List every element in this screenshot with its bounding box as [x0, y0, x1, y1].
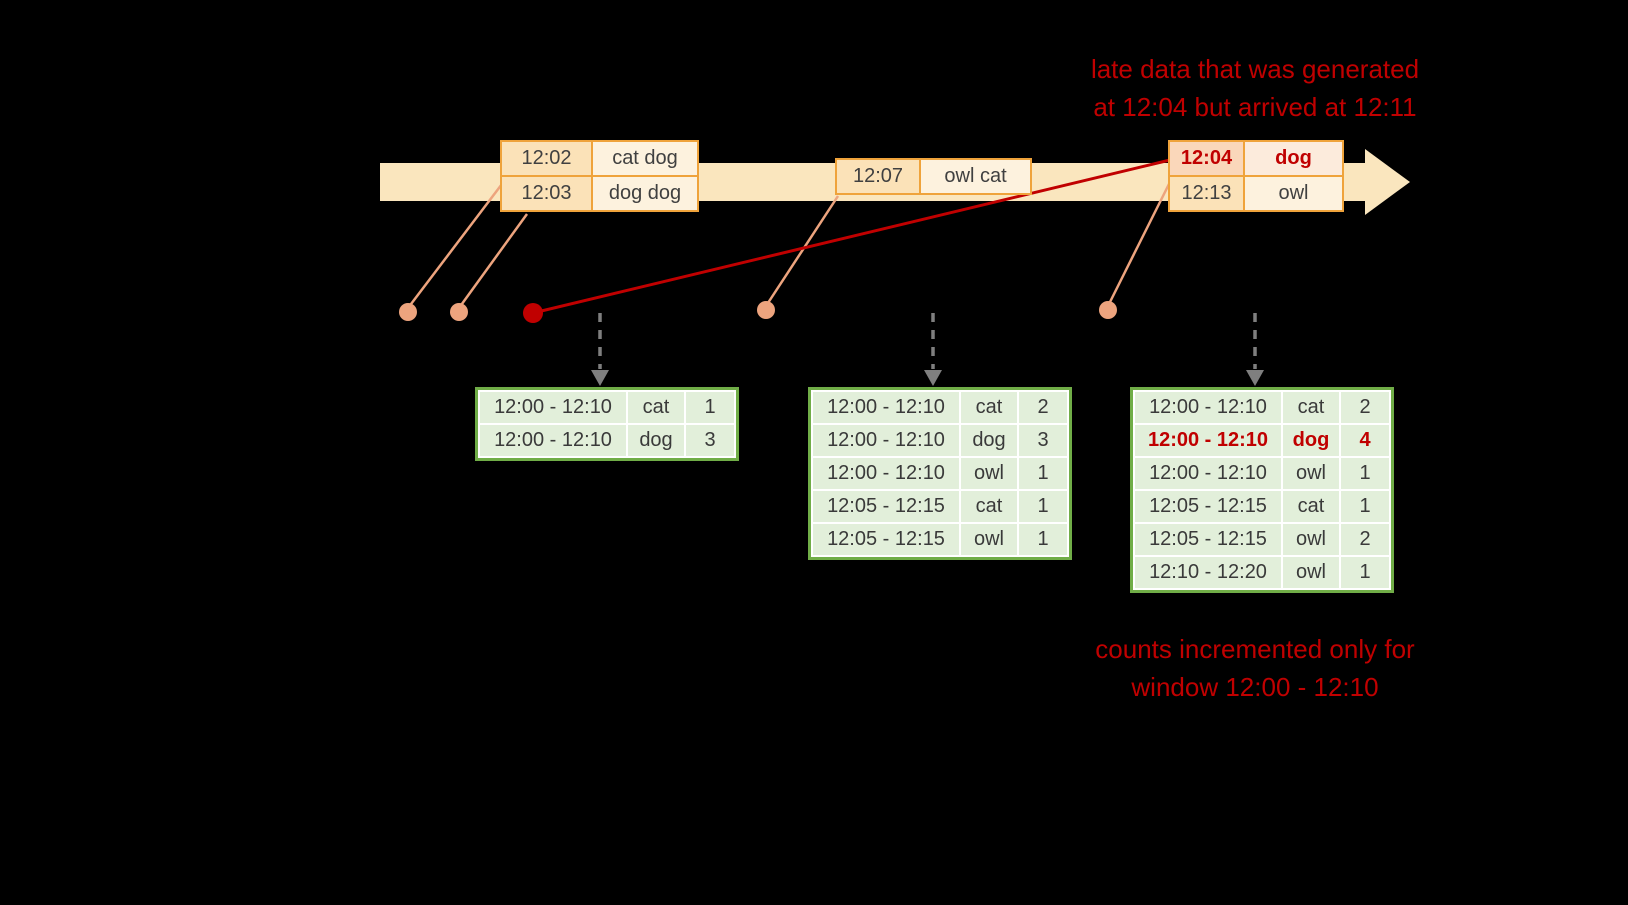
table-cell: cat dog [591, 140, 699, 177]
arrowhead-icon [1246, 370, 1264, 386]
table-cell: owl [1283, 557, 1339, 588]
counts-annotation: counts incremented only for window 12:00… [1035, 630, 1475, 706]
table-cell: 1 [1019, 458, 1067, 489]
trigger-arrowheads [591, 370, 1264, 386]
table-cell: 12:00 - 12:10 [813, 392, 959, 423]
table-cell: 12:10 - 12:20 [1135, 557, 1281, 588]
table-cell: 12:05 - 12:15 [1135, 524, 1281, 555]
late-data-annotation-line1: late data that was generated [1090, 54, 1420, 84]
table-cell: 3 [1019, 425, 1067, 456]
trigger-arrows [598, 313, 1257, 369]
table-cell: 12:00 - 12:10 [480, 425, 626, 456]
table-cell: dog [1283, 425, 1339, 456]
table-cell: cat [628, 392, 684, 423]
table-cell: 12:02 [500, 140, 593, 177]
event-connector-lines [407, 177, 1174, 309]
table-cell: 2 [1341, 392, 1389, 423]
event-dot [450, 303, 468, 321]
table-cell: 1 [1341, 491, 1389, 522]
table-cell: 12:00 - 12:10 [1135, 392, 1281, 423]
counts-annotation-line2: window 12:00 - 12:10 [1131, 672, 1379, 702]
table-cell: 12:00 - 12:10 [1135, 425, 1281, 456]
table-cell: 12:00 - 12:10 [813, 425, 959, 456]
table-cell: 12:00 - 12:10 [1135, 458, 1281, 489]
event-dot [399, 303, 417, 321]
table-cell: 4 [1341, 425, 1389, 456]
arrowhead-icon [591, 370, 609, 386]
table-cell: 12:13 [1168, 175, 1245, 212]
table-cell: owl [961, 524, 1017, 555]
table-cell: owl [1283, 524, 1339, 555]
table-cell: 2 [1341, 524, 1389, 555]
table-cell: 1 [1341, 458, 1389, 489]
counts-annotation-line1: counts incremented only for [1095, 634, 1415, 664]
table-cell: cat [1283, 491, 1339, 522]
table-cell: cat [1283, 392, 1339, 423]
table-cell: dog [961, 425, 1017, 456]
table-cell: 12:05 - 12:15 [813, 491, 959, 522]
event-dot [757, 301, 775, 319]
table-cell: dog dog [591, 175, 699, 212]
table-cell: 12:03 [500, 175, 593, 212]
table-cell: 12:00 - 12:10 [480, 392, 626, 423]
table-cell: 2 [1019, 392, 1067, 423]
event-dots [399, 301, 1117, 321]
table-cell: owl cat [919, 158, 1032, 195]
table-cell: owl [961, 458, 1017, 489]
event-dot [1099, 301, 1117, 319]
table-cell: dog [628, 425, 684, 456]
table-cell: 12:00 - 12:10 [813, 458, 959, 489]
late-data-annotation: late data that was generated at 12:04 bu… [1035, 50, 1475, 126]
late-data-annotation-line2: at 12:04 but arrived at 12:11 [1093, 92, 1417, 122]
table-cell: 12:05 - 12:15 [813, 524, 959, 555]
late-data-connector-line [532, 158, 1171, 315]
table-cell: 1 [686, 392, 734, 423]
table-cell: 1 [1019, 524, 1067, 555]
table-cell: 1 [1341, 557, 1389, 588]
table-cell: dog [1243, 140, 1344, 177]
table-cell: 12:07 [835, 158, 921, 195]
table-cell: 3 [686, 425, 734, 456]
timeline-arrowhead-icon [1365, 149, 1410, 215]
table-cell: 12:05 - 12:15 [1135, 491, 1281, 522]
table-cell: owl [1283, 458, 1339, 489]
table-cell: owl [1243, 175, 1344, 212]
table-cell: cat [961, 392, 1017, 423]
table-cell: cat [961, 491, 1017, 522]
table-cell: 12:04 [1168, 140, 1245, 177]
arrowhead-icon [924, 370, 942, 386]
late-event-dot [523, 303, 543, 323]
table-cell: 1 [1019, 491, 1067, 522]
